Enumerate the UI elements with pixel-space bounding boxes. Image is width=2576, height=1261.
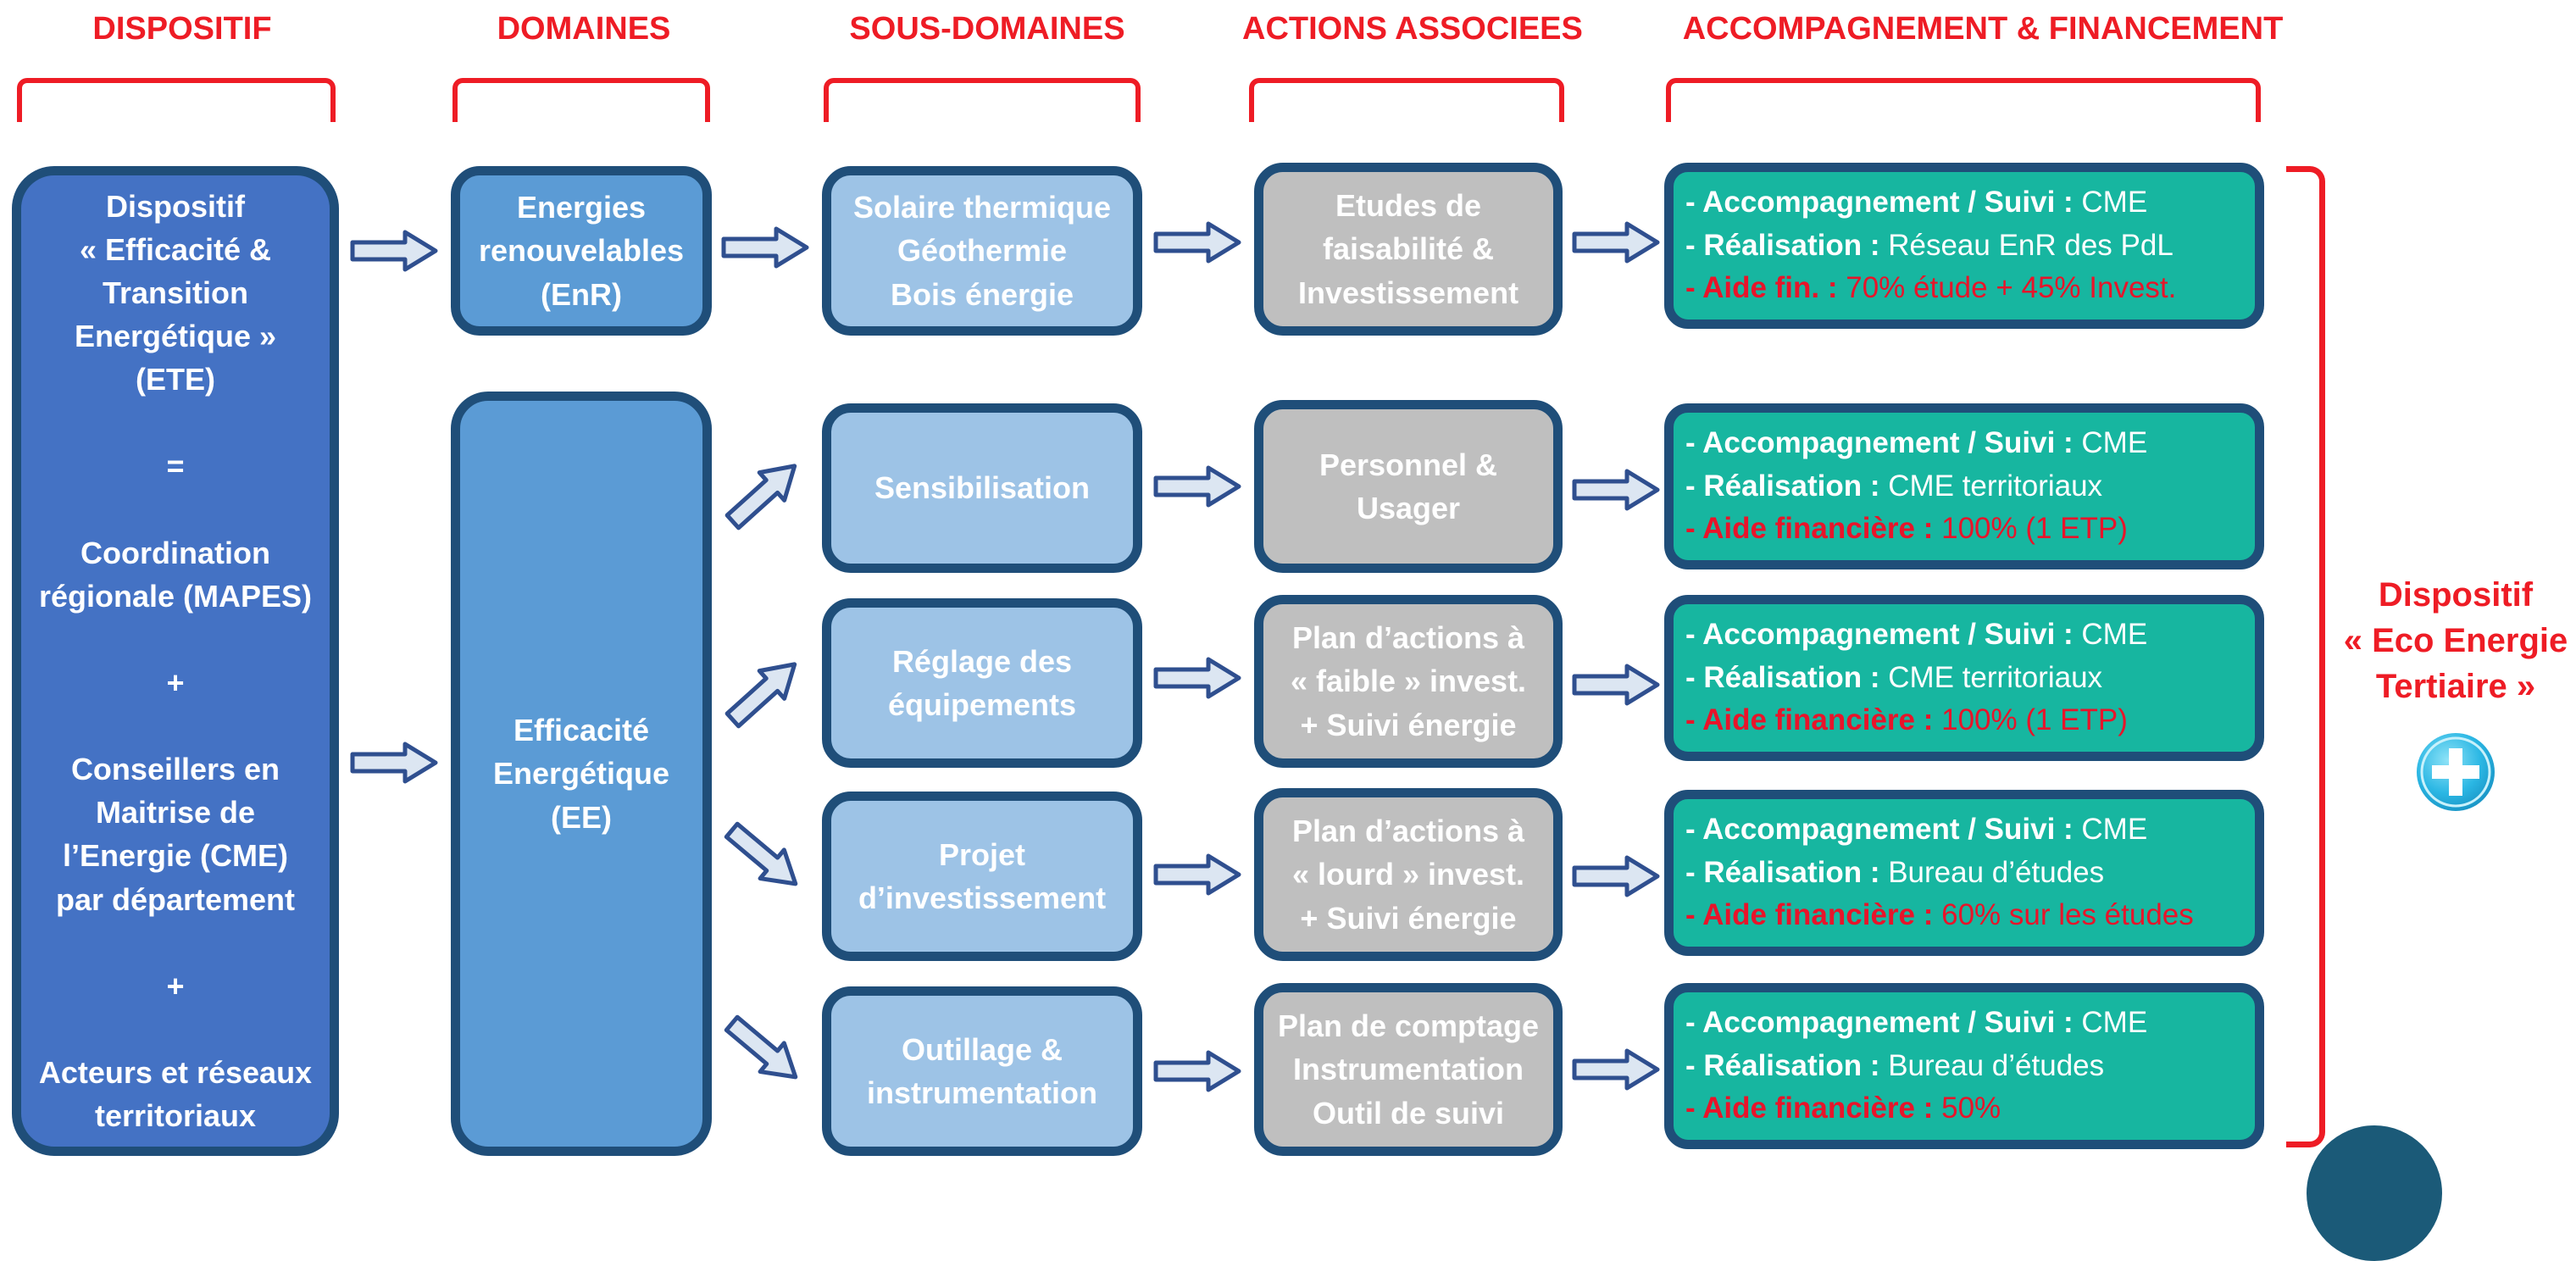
bracket-domaines xyxy=(452,78,710,122)
realisation-value: Réseau EnR des PdL xyxy=(1879,228,2174,262)
aide-value: 50% xyxy=(1933,1092,2001,1125)
domaine-enr-box: Energies renouvelables (EnR) xyxy=(451,166,712,336)
domaine-ee-text: Efficacité Energétique (EE) xyxy=(492,713,670,835)
accompagnement-label: - Accompagnement / Suivi : xyxy=(1685,1005,2074,1039)
sous-domaine-reglage-box: Réglage des équipements xyxy=(822,598,1142,768)
sous-domaine-solaire-box: Solaire thermique Géothermie Bois énergi… xyxy=(822,166,1142,336)
action-faible-invest-text: Plan d’actions à « faible » invest. + Su… xyxy=(1290,620,1527,742)
accompagnement-value: CME xyxy=(2073,425,2148,459)
header-accompagnement-financement: ACCOMPAGNEMENT & FINANCEMENT xyxy=(1682,11,2284,47)
aide-value: 70% étude + 45% Invest. xyxy=(1837,271,2177,305)
bracket-accompagnement-financement xyxy=(1666,78,2261,122)
realisation-label: - Réalisation : xyxy=(1685,228,1880,262)
accompagnement-value: CME xyxy=(2073,617,2148,651)
aide-label: - Aide financière : xyxy=(1685,512,1934,546)
realisation-label: - Réalisation : xyxy=(1685,855,1880,889)
aide-value: 100% (1 ETP) xyxy=(1933,703,2128,737)
accompagnement-label: - Accompagnement / Suivi : xyxy=(1685,812,2074,846)
plus-icon xyxy=(2417,733,2495,811)
arrow-right-icon xyxy=(1572,469,1660,511)
accompagnement-label: - Accompagnement / Suivi : xyxy=(1685,185,2074,219)
header-sous-domaines: SOUS-DOMAINES xyxy=(849,11,1125,47)
aide-label: - Aide fin. : xyxy=(1685,271,1838,305)
aide-value: 100% (1 ETP) xyxy=(1933,512,2128,546)
sous-domaine-sensibilisation-box: Sensibilisation xyxy=(822,403,1142,573)
sous-domaine-projet-box: Projet d’investissement xyxy=(822,792,1142,961)
sous-domaine-sensibilisation-text: Sensibilisation xyxy=(874,470,1091,506)
accompagnement-value: CME xyxy=(2073,812,2148,846)
aide-label: - Aide financière : xyxy=(1685,1092,1934,1125)
bracket-sous-domaines xyxy=(824,78,1141,122)
bracket-dispositif xyxy=(17,78,336,122)
action-lourd-invest-text: Plan d’actions à « lourd » invest. + Sui… xyxy=(1291,814,1525,936)
financement-box-projet: - Accompagnement / Suivi : CME - Réalisa… xyxy=(1664,790,2264,956)
sous-domaine-reglage-text: Réglage des équipements xyxy=(887,643,1077,722)
arrow-right-icon xyxy=(1572,221,1660,264)
action-etudes-text: Etudes de faisabilité & Investissement xyxy=(1297,188,1519,310)
arrow-right-icon xyxy=(1572,664,1660,706)
bracket-actions-associees xyxy=(1249,78,1564,122)
accompagnement-value: CME xyxy=(2073,185,2148,219)
sous-domaine-projet-text: Projet d’investissement xyxy=(858,836,1107,915)
arrow-right-icon xyxy=(1153,221,1241,264)
domaine-enr-text: Energies renouvelables (EnR) xyxy=(478,190,685,312)
action-comptage-box: Plan de comptage Instrumentation Outil d… xyxy=(1254,983,1563,1156)
arrow-right-icon xyxy=(1572,855,1660,897)
action-lourd-invest-box: Plan d’actions à « lourd » invest. + Sui… xyxy=(1254,788,1563,961)
header-actions-associees: ACTIONS ASSOCIEES xyxy=(1242,11,1583,47)
realisation-label: - Réalisation : xyxy=(1685,1048,1880,1082)
realisation-value: CME territoriaux xyxy=(1879,660,2103,694)
aide-value: 60% sur les études xyxy=(1933,898,2194,932)
arrow-diagonal-down-icon xyxy=(724,821,798,886)
action-faible-invest-box: Plan d’actions à « faible » invest. + Su… xyxy=(1254,595,1563,768)
corner-circle-shape xyxy=(2307,1125,2442,1261)
arrow-right-icon xyxy=(350,230,438,272)
action-comptage-text: Plan de comptage Instrumentation Outil d… xyxy=(1277,1008,1540,1130)
realisation-label: - Réalisation : xyxy=(1685,469,1880,503)
eco-energie-tertiaire-label: Dispositif « Eco Energie Tertiaire » xyxy=(2343,576,2568,705)
realisation-value: Bureau d’études xyxy=(1879,1048,2105,1082)
sous-domaine-outillage-text: Outillage & instrumentation xyxy=(866,1031,1097,1110)
arrow-right-icon xyxy=(1153,853,1241,896)
accompagnement-label: - Accompagnement / Suivi : xyxy=(1685,617,2074,651)
aide-label: - Aide financière : xyxy=(1685,703,1934,737)
sous-domaine-solaire-text: Solaire thermique Géothermie Bois énergi… xyxy=(852,190,1112,312)
action-personnel-box: Personnel & Usager xyxy=(1254,400,1563,573)
arrow-right-icon xyxy=(721,226,809,269)
dispositif-ete-box: Dispositif « Efficacité & Transition Ene… xyxy=(12,166,339,1156)
arrow-right-icon xyxy=(350,742,438,784)
aide-label: - Aide financière : xyxy=(1685,898,1934,932)
arrow-diagonal-up-icon xyxy=(724,662,797,729)
arrow-right-icon xyxy=(1572,1048,1660,1091)
sous-domaine-outillage-box: Outillage & instrumentation xyxy=(822,986,1142,1156)
financement-box-sensibilisation: - Accompagnement / Suivi : CME - Réalisa… xyxy=(1664,403,2264,569)
accompagnement-label: - Accompagnement / Suivi : xyxy=(1685,425,2074,459)
realisation-label: - Réalisation : xyxy=(1685,660,1880,694)
realisation-value: Bureau d’études xyxy=(1879,855,2105,889)
financement-box-reglage: - Accompagnement / Suivi : CME - Réalisa… xyxy=(1664,595,2264,761)
arrow-diagonal-down-icon xyxy=(724,1014,798,1080)
action-etudes-box: Etudes de faisabilité & Investissement xyxy=(1254,163,1563,336)
financement-box-enr: - Accompagnement / Suivi : CME - Réalisa… xyxy=(1664,163,2264,329)
arrow-diagonal-up-icon xyxy=(724,464,797,531)
action-personnel-text: Personnel & Usager xyxy=(1319,447,1498,525)
accompagnement-value: CME xyxy=(2073,1005,2148,1039)
realisation-value: CME territoriaux xyxy=(1879,469,2103,503)
header-domaines: DOMAINES xyxy=(497,11,671,47)
financement-box-outillage: - Accompagnement / Suivi : CME - Réalisa… xyxy=(1664,983,2264,1149)
domaine-ee-box: Efficacité Energétique (EE) xyxy=(451,392,712,1156)
arrow-right-icon xyxy=(1153,657,1241,699)
arrow-right-icon xyxy=(1153,465,1241,508)
arrow-right-icon xyxy=(1153,1050,1241,1092)
header-dispositif: DISPOSITIF xyxy=(92,11,272,47)
right-bracket xyxy=(2286,166,2325,1147)
dispositif-ete-text: Dispositif « Efficacité & Transition Ene… xyxy=(38,188,313,1134)
